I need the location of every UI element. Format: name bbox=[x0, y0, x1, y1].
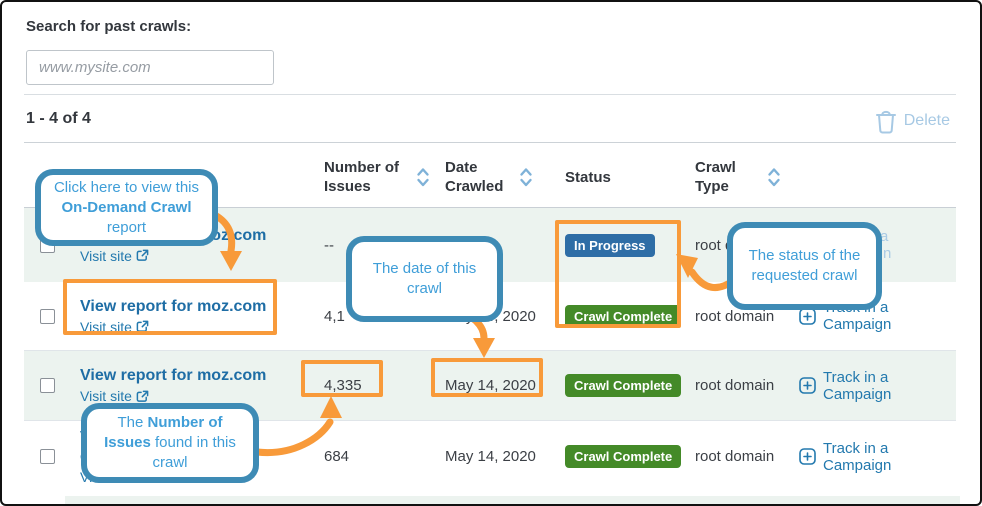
crawl-type: root domain bbox=[695, 448, 775, 465]
sort-chevrons-icon[interactable] bbox=[519, 166, 533, 189]
search-input[interactable] bbox=[26, 50, 274, 85]
issues-count: -- bbox=[324, 236, 334, 254]
track-in-campaign-link[interactable]: Track in a Campaign bbox=[799, 369, 956, 403]
result-count: 1 - 4 of 4 bbox=[26, 110, 91, 127]
status-badge: In Progress bbox=[565, 233, 655, 257]
issues-count: 4,335 bbox=[324, 377, 362, 394]
row-checkbox[interactable] bbox=[40, 449, 55, 464]
visit-site-link[interactable]: Visit site bbox=[80, 388, 149, 404]
track-in-campaign-link[interactable]: Track in a Campaign bbox=[799, 440, 956, 474]
plus-square-icon bbox=[799, 377, 816, 394]
trash-icon bbox=[875, 109, 897, 134]
issues-count: 684 bbox=[324, 448, 350, 465]
external-link-icon bbox=[136, 390, 149, 403]
status-badge: Crawl Complete bbox=[565, 304, 682, 328]
crawl-date: May 14, 2020 bbox=[445, 448, 536, 465]
search-label: Search for past crawls: bbox=[26, 18, 192, 35]
sort-chevrons-icon[interactable] bbox=[767, 166, 781, 189]
column-header-status: Status bbox=[565, 168, 611, 186]
visit-site-link[interactable]: Visit site bbox=[80, 319, 149, 335]
callout-status: The status of the requested crawl bbox=[727, 222, 882, 310]
callout-date: The date of this crawl bbox=[346, 236, 503, 322]
row-checkbox[interactable] bbox=[40, 378, 55, 393]
crawl-date: May 14, 2020 bbox=[445, 377, 536, 394]
plus-square-icon bbox=[799, 448, 816, 465]
column-header-type: Crawl Type bbox=[695, 159, 736, 195]
crawl-type: root domain bbox=[695, 377, 775, 394]
status-badge: Crawl Complete bbox=[565, 445, 682, 468]
callout-view-report: Click here to view this On-Demand Crawl … bbox=[35, 169, 218, 246]
external-link-icon bbox=[136, 249, 149, 262]
external-link-icon bbox=[136, 320, 149, 333]
next-row-edge bbox=[65, 496, 960, 504]
table-row: View report for moz.com Visit site 4,335… bbox=[24, 350, 956, 420]
view-report-link[interactable]: View report for moz.com bbox=[80, 297, 267, 315]
crawl-type: root domain bbox=[695, 307, 775, 325]
sort-chevrons-icon[interactable] bbox=[416, 166, 430, 189]
row-checkbox[interactable] bbox=[40, 308, 55, 324]
column-header-issues: Number of Issues bbox=[324, 159, 399, 195]
delete-button[interactable]: Delete bbox=[875, 104, 950, 138]
plus-square-icon bbox=[799, 307, 816, 325]
table-header-row: Number of Issues Date Crawled Status Cra… bbox=[24, 147, 956, 207]
issues-count: 4,1 bbox=[324, 307, 345, 325]
delete-button-label: Delete bbox=[903, 112, 950, 129]
column-header-date: Date Crawled bbox=[445, 159, 504, 195]
divider bbox=[24, 142, 956, 143]
visit-site-link[interactable]: Visit site bbox=[80, 248, 149, 264]
view-report-link[interactable]: View report for moz.com bbox=[80, 367, 267, 384]
callout-issues: The Number of Issues found in this crawl bbox=[81, 403, 259, 483]
status-badge: Crawl Complete bbox=[565, 374, 682, 397]
divider bbox=[24, 94, 956, 95]
